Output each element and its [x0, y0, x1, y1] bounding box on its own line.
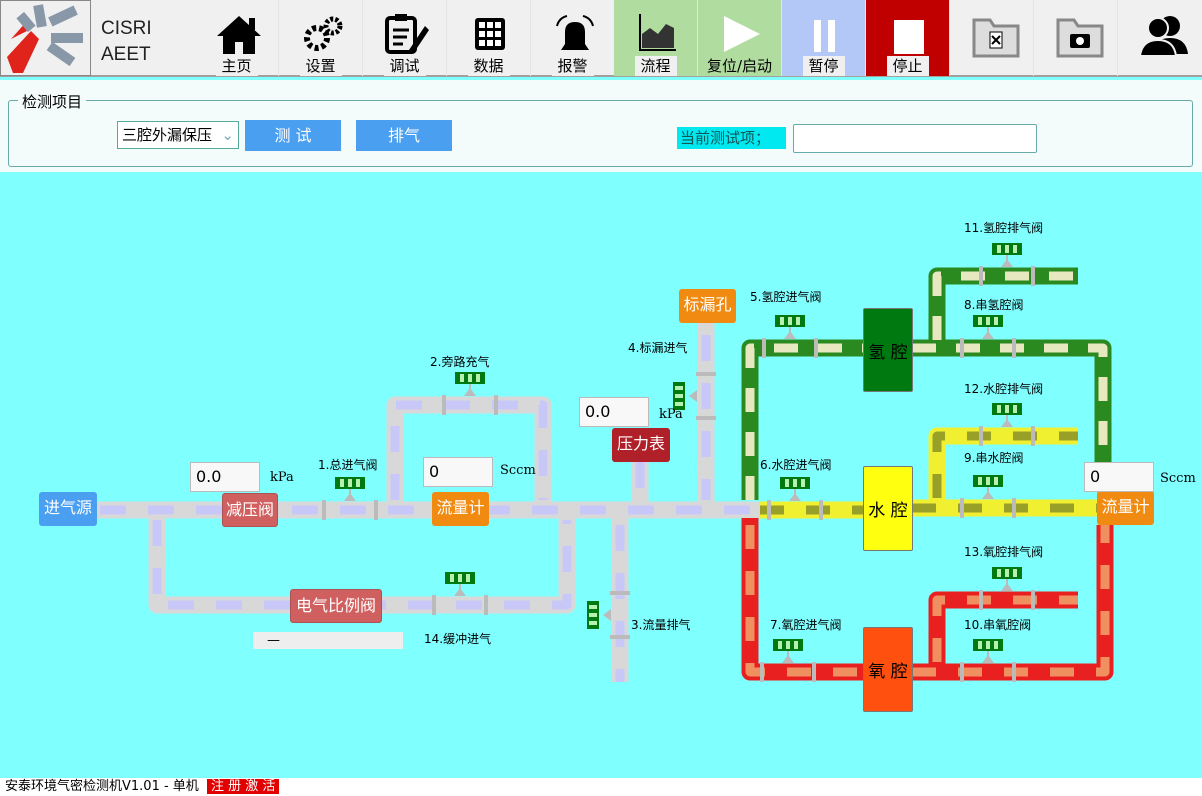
valve-4-label: 4.标漏进气	[628, 341, 688, 355]
pause-icon	[814, 20, 835, 52]
export-excel-button[interactable]	[950, 0, 1034, 76]
valve-12-label: 12.水腔排气阀	[964, 382, 1044, 396]
cisri-logo-icon	[7, 4, 83, 73]
debug-button[interactable]: 调试	[363, 0, 447, 76]
valve-9-icon[interactable]	[960, 475, 1016, 518]
home-icon	[217, 16, 261, 54]
flow2-value-field: 0	[1084, 462, 1154, 492]
alarm-label: 报警	[551, 56, 594, 76]
valve-11-label: 11.氢腔排气阀	[964, 221, 1044, 235]
proportional-valve-box[interactable]: 电气比例阀	[290, 589, 382, 623]
hydrogen-chamber: 氢 腔	[863, 308, 913, 392]
valve-12-icon[interactable]	[979, 403, 1035, 446]
settings-label: 设置	[299, 56, 342, 76]
excel-folder-icon	[972, 18, 1020, 58]
chevron-down-icon: ⌄	[221, 126, 234, 144]
brand-line2: AEET	[101, 44, 151, 65]
reducer-valve-box[interactable]: 减压阀	[222, 493, 278, 527]
flowmeter-box: 流量计	[432, 492, 489, 526]
users-button[interactable]	[1118, 0, 1202, 76]
gauge-pressure-field: 0.0	[579, 397, 649, 427]
debug-label: 调试	[383, 56, 426, 76]
valve-3-label: 3.流量排气	[631, 618, 691, 632]
vent-button[interactable]: 排气	[356, 120, 452, 151]
play-icon	[724, 16, 760, 52]
reducer-pressure-field[interactable]: 0.0	[190, 462, 260, 492]
camera-folder-icon	[1056, 18, 1104, 58]
flow-unit: Sccm	[500, 463, 536, 478]
status-bar: 安泰环境气密检测机V1.01 - 单机 注 册 激 活	[0, 778, 1202, 796]
home-label: 主页	[215, 56, 258, 76]
flow-button[interactable]: 流程	[614, 0, 698, 76]
stop-button[interactable]: 停止	[866, 0, 950, 76]
home-button[interactable]: 主页	[195, 0, 279, 76]
pressure-gauge-box: 压力表	[612, 428, 670, 462]
grid-icon	[475, 18, 505, 50]
test-button[interactable]: 测 试	[245, 120, 341, 151]
valve-1-icon[interactable]	[322, 477, 378, 520]
register-button[interactable]: 注 册 激 活	[206, 779, 280, 794]
valve-6-icon[interactable]	[767, 477, 823, 520]
valve-9-label: 9.串水腔阀	[964, 451, 1024, 465]
logo	[0, 0, 91, 76]
leak-hole-box: 标漏孔	[679, 289, 736, 323]
valve-1-label: 1.总进气阀	[318, 458, 378, 472]
proportional-value-bar[interactable]: —	[253, 632, 403, 649]
current-test-label: 当前测试项；	[677, 127, 786, 149]
valve-3-icon[interactable]	[587, 591, 630, 639]
area-chart-icon	[639, 14, 676, 51]
flow-value-field: 0	[423, 457, 493, 487]
valve-10-icon[interactable]	[960, 639, 1016, 682]
test-item-select[interactable]: 三腔外漏保压 ⌄	[117, 121, 239, 149]
pause-button[interactable]: 暂停	[782, 0, 866, 76]
toolbar: CISRI AEET 主页 设置 调试 数据 报警 流程 复位/启动 暂停 停止	[0, 0, 1202, 77]
reset-start-button[interactable]: 复位/启动	[698, 0, 782, 76]
flow-label: 流程	[634, 56, 677, 76]
valve-14-label: 14.缓冲进气	[424, 632, 492, 646]
pause-label: 暂停	[802, 56, 845, 76]
gauge-unit: kPa	[659, 407, 683, 422]
valve-5-label: 5.氢腔进气阀	[750, 290, 822, 304]
valve-14-icon[interactable]	[432, 572, 488, 615]
valve-13-label: 13.氧腔排气阀	[964, 545, 1044, 559]
valve-2-label: 2.旁路充气	[430, 355, 490, 369]
status-text: 安泰环境气密检测机V1.01 - 单机	[5, 779, 199, 794]
oxygen-chamber: 氧 腔	[863, 627, 913, 712]
test-item-value: 三腔外漏保压	[122, 126, 213, 144]
valve-2-icon[interactable]	[442, 372, 498, 415]
data-button[interactable]: 数据	[447, 0, 531, 76]
valve-7-icon[interactable]	[760, 639, 816, 682]
valve-8-label: 8.串氢腔阀	[964, 298, 1024, 312]
panel-legend: 检测项目	[18, 91, 87, 112]
valve-4-icon[interactable]	[673, 372, 716, 420]
water-chamber: 水 腔	[863, 466, 913, 551]
clipboard-edit-icon	[385, 14, 429, 54]
stop-label: 停止	[886, 56, 929, 76]
data-label: 数据	[467, 56, 510, 76]
reducer-unit: kPa	[270, 470, 294, 485]
flowmeter2-box: 流量计	[1097, 491, 1154, 525]
reset-start-label: 复位/启动	[706, 57, 773, 75]
valve-5-icon[interactable]	[762, 315, 818, 358]
users-icon	[1140, 16, 1188, 57]
stop-icon	[894, 20, 924, 54]
valve-11-icon[interactable]	[979, 243, 1035, 286]
valve-8-icon[interactable]	[960, 315, 1016, 358]
gears-icon	[304, 16, 343, 51]
gas-source-box[interactable]: 进气源	[39, 492, 97, 526]
brand-line1: CISRI	[101, 18, 152, 39]
screenshot-button[interactable]	[1034, 0, 1118, 76]
alarm-bell-icon	[556, 15, 594, 50]
current-test-field[interactable]	[793, 124, 1037, 153]
valve-13-icon[interactable]	[979, 567, 1035, 610]
settings-button[interactable]: 设置	[279, 0, 363, 76]
valve-7-label: 7.氧腔进气阀	[770, 618, 842, 632]
valve-10-label: 10.串氧腔阀	[964, 618, 1032, 632]
flow2-unit: Sccm	[1160, 471, 1196, 486]
valve-6-label: 6.水腔进气阀	[760, 458, 832, 472]
